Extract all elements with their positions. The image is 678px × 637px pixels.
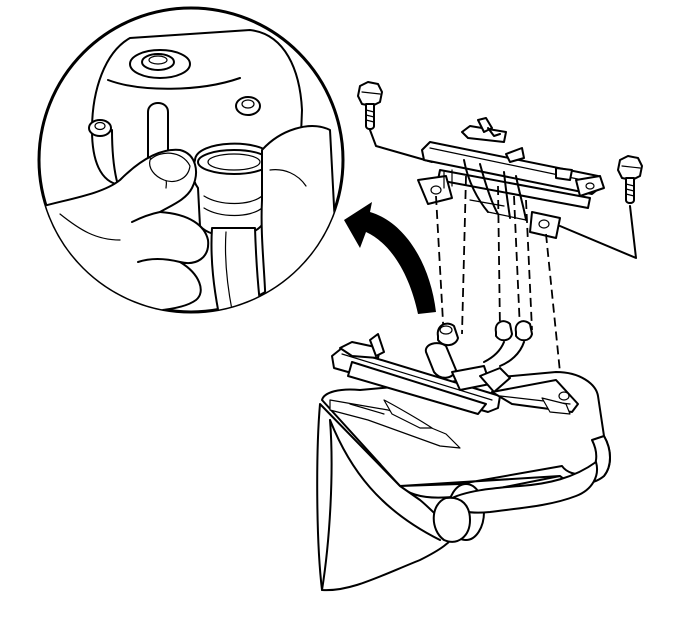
detail-view-circle: [37, 6, 345, 314]
direction-arrow: [344, 202, 436, 314]
seat-adjuster-upper: [417, 117, 605, 239]
wiring-connector: [436, 320, 533, 373]
alignment-lines: [435, 175, 563, 393]
bolt-right: [559, 155, 643, 259]
detail-connector: [192, 142, 274, 312]
bolt-left: [357, 81, 433, 163]
seat-adjuster-lower: [329, 333, 579, 449]
